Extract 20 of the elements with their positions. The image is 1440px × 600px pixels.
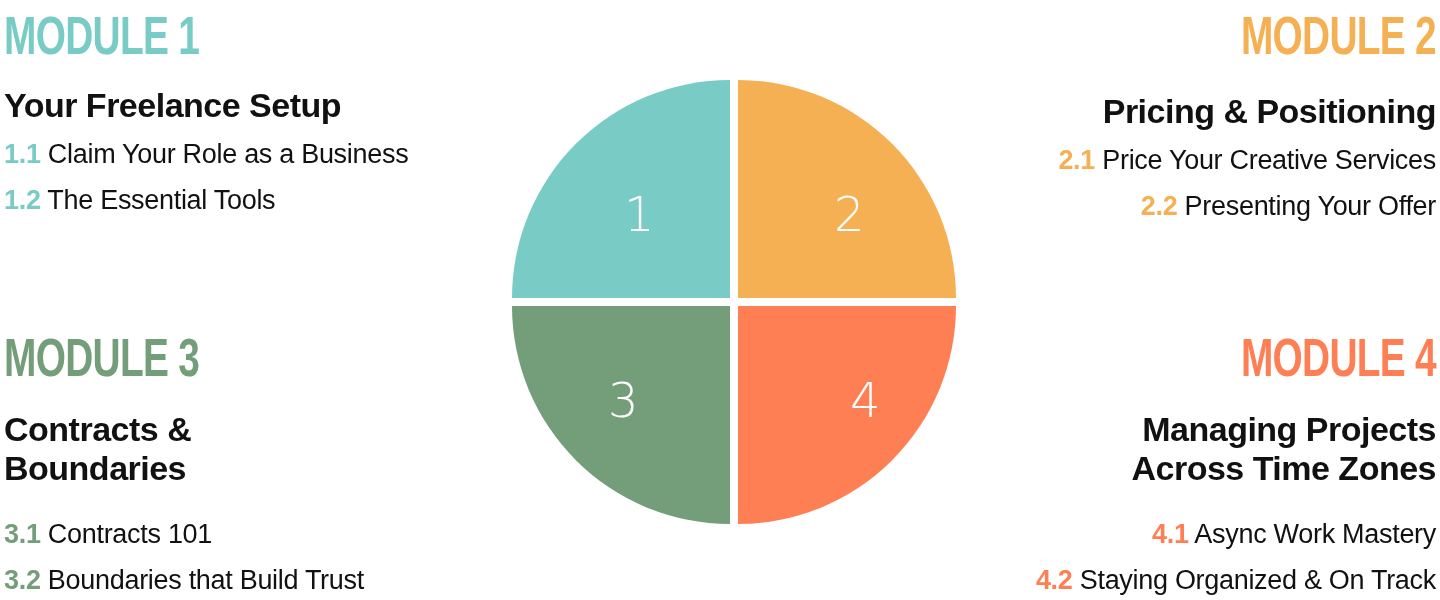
lesson-item: 2.1 Price Your Creative Services bbox=[1058, 144, 1436, 176]
segment-number: 1 bbox=[624, 190, 655, 238]
module-title: Your Freelance Setup bbox=[4, 86, 343, 125]
module-heading: MODULE 3 bbox=[4, 330, 200, 384]
lesson-item: 3.2 Boundaries that Build Trust bbox=[4, 564, 364, 596]
module-heading: MODULE 2 bbox=[1240, 8, 1436, 62]
segment-number: 3 bbox=[608, 376, 639, 424]
segment-number: 2 bbox=[834, 190, 865, 238]
lesson-item: 2.2 Presenting Your Offer bbox=[1140, 190, 1436, 222]
lesson-item: 4.2 Staying Organized & On Track bbox=[1035, 564, 1436, 596]
module-title: Pricing & Positioning bbox=[1101, 92, 1436, 131]
module-title: Managing Projects Across Time Zones bbox=[1130, 410, 1436, 488]
lesson-item: 1.1 Claim Your Role as a Business bbox=[4, 138, 409, 170]
lesson-item: 4.1 Async Work Mastery bbox=[1152, 518, 1436, 550]
module-title: Contracts & Boundaries bbox=[4, 410, 193, 488]
module-heading: MODULE 1 bbox=[4, 8, 200, 62]
segment-number: 4 bbox=[850, 376, 881, 424]
module-heading: MODULE 4 bbox=[1240, 330, 1436, 384]
lesson-item: 1.2 The Essential Tools bbox=[4, 184, 276, 216]
lesson-item: 3.1 Contracts 101 bbox=[4, 518, 213, 550]
